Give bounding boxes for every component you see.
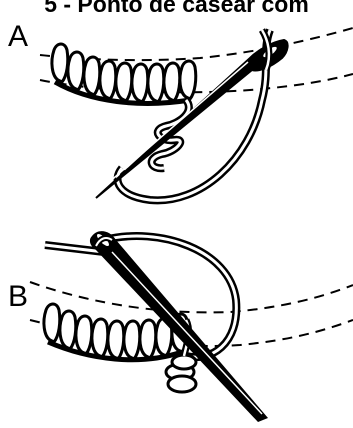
fabric-edge-upper-b xyxy=(30,282,353,312)
panel-b xyxy=(30,231,353,422)
panel-a xyxy=(40,28,353,200)
fabric-edge-upper-a xyxy=(40,28,353,60)
